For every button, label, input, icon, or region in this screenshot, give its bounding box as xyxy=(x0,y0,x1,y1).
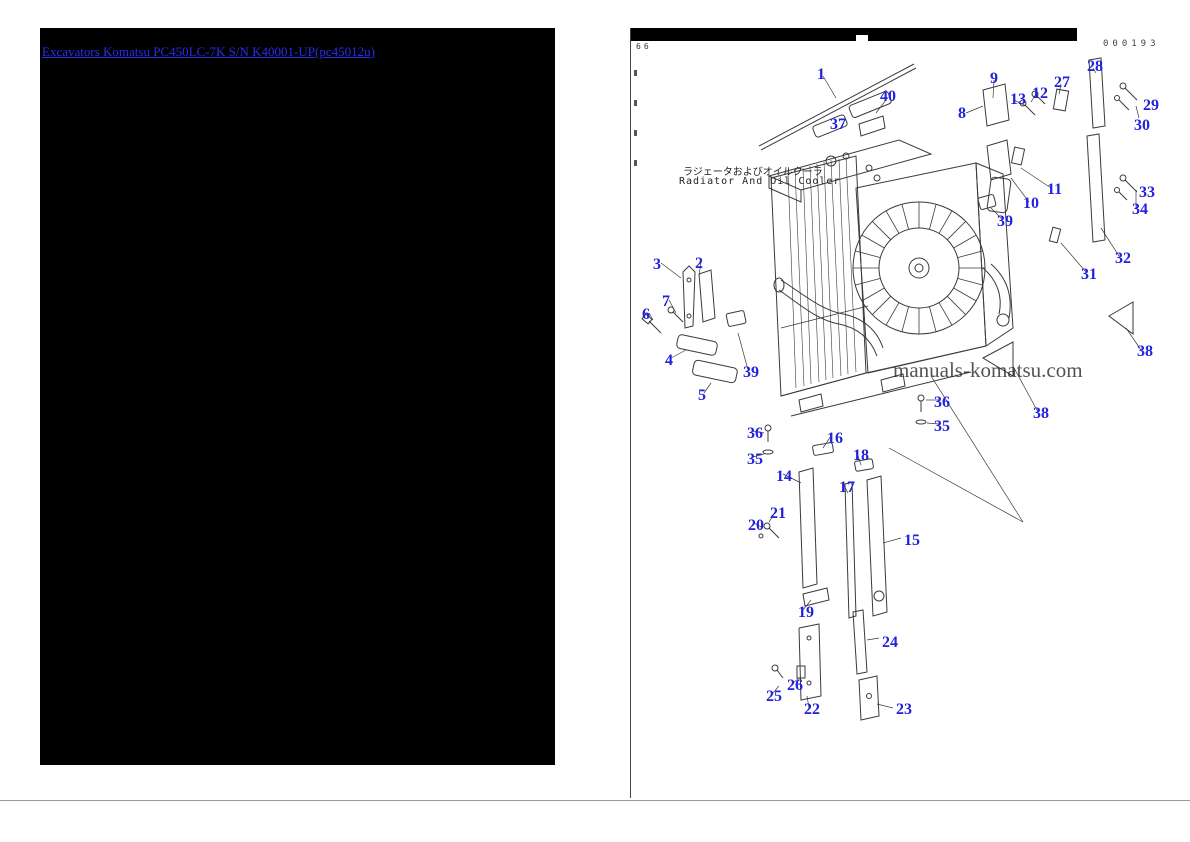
part-callout-33: 33 xyxy=(1139,184,1155,201)
part-callout-29: 29 xyxy=(1143,97,1159,114)
diagram-top-bar xyxy=(631,28,1077,41)
part-callout-9: 9 xyxy=(990,70,998,87)
part-callout-19: 19 xyxy=(798,604,814,621)
page-header-left: 66 xyxy=(636,42,652,51)
part-callout-38: 38 xyxy=(1033,405,1049,422)
part-callout-34: 34 xyxy=(1132,201,1148,218)
part-callout-7: 7 xyxy=(662,293,670,310)
part-callout-5: 5 xyxy=(698,387,706,404)
page-divider xyxy=(0,800,1190,801)
part-callout-12: 12 xyxy=(1032,85,1048,102)
part-callout-25: 25 xyxy=(766,688,782,705)
part-callout-38: 38 xyxy=(1137,343,1153,360)
parts-diagram-page: 66 000193 ラジェータおよびオイルクーラ Radiator And Oi… xyxy=(630,28,1190,798)
part-callout-6: 6 xyxy=(642,306,650,323)
part-callout-8: 8 xyxy=(958,105,966,122)
part-callout-4: 4 xyxy=(665,352,673,369)
watermark-text: manuals-komatsu.com xyxy=(893,358,1083,382)
part-callout-35: 35 xyxy=(747,451,763,468)
top-bar-notch xyxy=(856,35,868,41)
part-callout-17: 17 xyxy=(839,479,855,496)
part-callout-28: 28 xyxy=(1087,58,1103,75)
part-callout-35: 35 xyxy=(934,418,950,435)
part-callout-36: 36 xyxy=(747,425,763,442)
part-callout-22: 22 xyxy=(804,701,820,718)
diagram-title-japanese: ラジェータおよびオイルクーラ xyxy=(683,167,823,178)
part-callout-39: 39 xyxy=(997,213,1013,230)
part-callout-14: 14 xyxy=(776,468,792,485)
radiator-assembly-drawing xyxy=(634,57,1142,721)
part-callout-20: 20 xyxy=(748,517,764,534)
part-callout-3: 3 xyxy=(653,256,661,273)
left-panel-image: Excavators Komatsu PC450LC-7K S/N K40001… xyxy=(40,28,555,765)
part-callout-1: 1 xyxy=(817,66,825,83)
part-callout-18: 18 xyxy=(853,447,869,464)
part-callout-27: 27 xyxy=(1054,74,1070,91)
breadcrumb-link[interactable]: Excavators Komatsu PC450LC-7K S/N K40001… xyxy=(42,44,375,59)
part-callout-16: 16 xyxy=(827,430,843,447)
part-callout-31: 31 xyxy=(1081,266,1097,283)
part-callout-13: 13 xyxy=(1010,91,1026,108)
part-callout-37: 37 xyxy=(830,116,846,133)
part-callout-2: 2 xyxy=(695,255,703,272)
part-callout-21: 21 xyxy=(770,505,786,522)
part-callout-36: 36 xyxy=(934,394,950,411)
part-callout-24: 24 xyxy=(882,634,898,651)
part-callout-39: 39 xyxy=(743,364,759,381)
part-callout-10: 10 xyxy=(1023,195,1039,212)
part-callout-26: 26 xyxy=(787,677,803,694)
part-callout-11: 11 xyxy=(1047,181,1063,198)
part-callout-15: 15 xyxy=(904,532,920,549)
part-callout-30: 30 xyxy=(1134,117,1150,134)
part-callout-23: 23 xyxy=(896,701,912,718)
doc-number: 000193 xyxy=(1103,39,1160,49)
part-callout-32: 32 xyxy=(1115,250,1131,267)
diagram-title-english: Radiator And Oil Cooler xyxy=(679,176,841,187)
part-callout-40: 40 xyxy=(880,88,896,105)
